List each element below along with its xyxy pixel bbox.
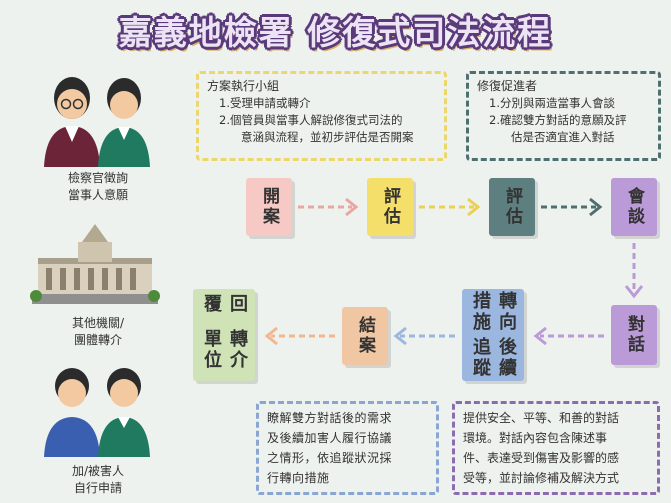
arrow-close-to-return	[264, 326, 335, 346]
source-label-line: 檢察官徵詢	[67, 171, 128, 185]
dialogue-box-line: 受等，並討論修補及解決方式	[463, 471, 620, 485]
promoter-item: 1.分別與兩造當事人會談	[489, 96, 615, 110]
step-dialogue: 對話	[611, 305, 657, 365]
step-return: 回覆轉介單位	[193, 289, 255, 381]
arrow-assess1-to-assess2	[419, 197, 481, 217]
return-line-a: 回覆	[201, 293, 248, 315]
step-close: 結案	[342, 307, 388, 365]
source-label-line: 自行申請	[73, 481, 122, 495]
source-label-line: 加/被害人	[71, 464, 125, 478]
promoter-item: 2.確認雙方對話的意願及評	[489, 113, 627, 127]
arrow-dialogue-to-followup	[533, 326, 604, 346]
government-building-icon	[30, 224, 160, 304]
prosecutor-figures	[38, 72, 158, 167]
exec-team-item: 2.個管員與當事人解說修復式司法的	[219, 113, 403, 127]
step-followup: 轉向措施後續追蹤	[462, 289, 524, 381]
followup-box-line: 瞭解雙方對話後的需求	[267, 411, 393, 425]
source-label-line: 當事人意願	[67, 188, 128, 202]
parties-figures-icon	[44, 368, 150, 457]
followup-box-line: 行轉向措施	[267, 471, 330, 485]
source-label-agency: 其他機關/ 團體轉介	[40, 315, 156, 349]
arrow-interview-to-dialogue	[624, 243, 644, 299]
exec-team-box: 方案執行小組 1.受理申請或轉介 2.個管員與當事人解說修復式司法的 意涵與流程…	[196, 71, 447, 161]
prosecutor-figures-icon	[44, 77, 150, 167]
followup-line-a: 轉向措施	[470, 291, 517, 333]
step-assess-1: 評估	[367, 178, 413, 236]
source-label-parties: 加/被害人 自行申請	[40, 463, 156, 497]
source-label-line: 其他機關/	[71, 316, 125, 330]
source-label-prosecutor: 檢察官徵詢 當事人意願	[40, 170, 156, 204]
exec-team-heading: 方案執行小組	[207, 79, 280, 93]
dialogue-box: 提供安全、平等、和善的對話 環境。對話內容包含陳述事 件、表達受到傷害及影響的感…	[452, 401, 660, 495]
step-interview: 會談	[611, 178, 657, 236]
step-assess-2: 評估	[489, 178, 535, 236]
dialogue-box-line: 提供安全、平等、和善的對話	[463, 411, 620, 425]
source-label-line: 團體轉介	[73, 333, 122, 347]
parties-figures	[38, 362, 158, 457]
arrow-assess2-to-interview	[541, 197, 603, 217]
step-open: 開案	[246, 178, 292, 236]
promoter-box: 修復促進者 1.分別與兩造當事人會談 2.確認雙方對話的意願及評 估是否適宜進入…	[466, 71, 661, 161]
exec-team-item-cont: 意涵與流程，並初步評估是否開案	[241, 130, 414, 144]
followup-box: 瞭解雙方對話後的需求 及後續加害人履行協議 之情形，依追蹤狀況採 行轉向措施	[256, 401, 439, 495]
arrow-followup-to-close	[393, 326, 455, 346]
followup-box-line: 之情形，依追蹤狀況採	[267, 451, 393, 465]
followup-line-b: 後續追蹤	[470, 337, 517, 379]
promoter-item-cont: 估是否適宜進入對話	[511, 130, 615, 144]
return-line-b: 轉介單位	[201, 329, 248, 372]
dialogue-box-line: 件、表達受到傷害及影響的感	[463, 451, 620, 465]
followup-box-line: 及後續加害人履行協議	[267, 431, 393, 445]
arrow-open-to-assess1	[298, 197, 359, 217]
agency-building	[30, 222, 160, 307]
page-title: 嘉義地檢署 修復式司法流程	[118, 13, 553, 52]
promoter-heading: 修復促進者	[477, 79, 538, 93]
dialogue-box-line: 環境。對話內容包含陳述事	[463, 431, 608, 445]
exec-team-item: 1.受理申請或轉介	[219, 96, 311, 110]
